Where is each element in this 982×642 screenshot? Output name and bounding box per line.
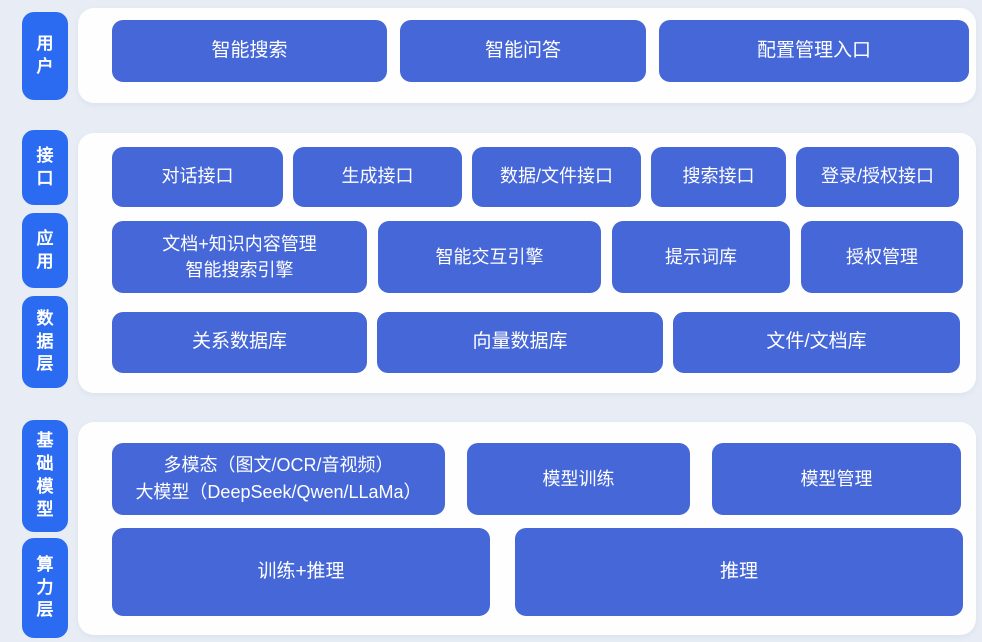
side-label-compute-layer: 算力层 — [22, 538, 68, 638]
box-intelligent-interaction-engine: 智能交互引擎 — [378, 221, 601, 293]
box-file-document-store: 文件/文档库 — [673, 312, 960, 373]
box-generation-api: 生成接口 — [293, 147, 462, 207]
box-training-inference-label: 训练+推理 — [257, 560, 345, 582]
user-layer-row: 智能搜索 智能问答 配置管理入口 — [78, 20, 976, 82]
box-model-management-label: 模型管理 — [800, 468, 873, 489]
box-dialog-api-label: 对话接口 — [161, 166, 234, 187]
interface-layer-row: 对话接口 生成接口 数据/文件接口 搜索接口 登录/授权接口 — [78, 147, 976, 207]
box-multimodal-llm: 多模态（图文/OCR/音视频） 大模型（DeepSeek/Qwen/LLaMa） — [112, 443, 445, 515]
box-generation-api-label: 生成接口 — [341, 166, 414, 187]
box-login-auth-api: 登录/授权接口 — [796, 147, 959, 207]
application-layer-row: 文档+知识内容管理 智能搜索引擎 智能交互引擎 提示词库 授权管理 — [78, 221, 976, 293]
panel-interface-app-data: 对话接口 生成接口 数据/文件接口 搜索接口 登录/授权接口 文档+知识内容管理… — [78, 133, 976, 393]
side-label-data-layer: 数据层 — [22, 296, 68, 388]
box-intelligent-search: 智能搜索 — [112, 20, 387, 82]
box-doc-knowledge-management-line1: 文档+知识内容管理 — [162, 233, 317, 254]
box-relational-database-label: 关系数据库 — [191, 331, 287, 353]
box-intelligent-qa-label: 智能问答 — [484, 39, 561, 61]
box-intelligent-search-label: 智能搜索 — [211, 39, 288, 61]
panel-user-layer: 智能搜索 智能问答 配置管理入口 — [78, 8, 976, 103]
side-label-compute-layer-text: 算力层 — [36, 554, 54, 620]
box-multimodal-llm-line2: 大模型（DeepSeek/Qwen/LLaMa） — [135, 482, 422, 502]
foundation-model-row: 多模态（图文/OCR/音视频） 大模型（DeepSeek/Qwen/LLaMa）… — [78, 443, 976, 515]
side-label-application: 应用 — [22, 213, 68, 288]
panel-model-compute: 多模态（图文/OCR/音视频） 大模型（DeepSeek/Qwen/LLaMa）… — [78, 422, 976, 635]
side-label-interface-text: 接口 — [36, 145, 54, 188]
box-multimodal-llm-line1: 多模态（图文/OCR/音视频） — [163, 455, 394, 475]
box-prompt-library: 提示词库 — [612, 221, 790, 293]
box-file-document-store-label: 文件/文档库 — [766, 331, 867, 353]
box-inference-label: 推理 — [719, 560, 758, 582]
box-intelligent-qa: 智能问答 — [400, 20, 646, 82]
side-label-application-text: 应用 — [36, 228, 54, 271]
box-model-management: 模型管理 — [712, 443, 961, 515]
box-login-auth-api-label: 登录/授权接口 — [820, 166, 934, 187]
side-label-foundation-model: 基础模型 — [22, 420, 68, 532]
box-vector-database: 向量数据库 — [377, 312, 663, 373]
compute-layer-row: 训练+推理 推理 — [78, 528, 976, 616]
box-vector-database-label: 向量数据库 — [472, 331, 568, 353]
box-doc-knowledge-management-line2: 智能搜索引擎 — [185, 260, 294, 280]
box-authorization-management: 授权管理 — [801, 221, 963, 293]
box-inference: 推理 — [515, 528, 963, 616]
box-model-training-label: 模型训练 — [542, 468, 615, 489]
box-model-training: 模型训练 — [467, 443, 690, 515]
side-label-user-text: 用户 — [36, 34, 54, 76]
box-config-management-entry: 配置管理入口 — [659, 20, 969, 82]
box-training-inference: 训练+推理 — [112, 528, 490, 616]
box-relational-database: 关系数据库 — [112, 312, 367, 373]
data-layer-row: 关系数据库 向量数据库 文件/文档库 — [78, 312, 976, 373]
box-doc-knowledge-management: 文档+知识内容管理 智能搜索引擎 — [112, 221, 367, 293]
side-label-foundation-model-text: 基础模型 — [36, 431, 54, 519]
box-dialog-api: 对话接口 — [112, 147, 283, 207]
box-config-management-entry-label: 配置管理入口 — [756, 39, 871, 61]
side-label-interface: 接口 — [22, 130, 68, 205]
box-search-api: 搜索接口 — [651, 147, 786, 207]
box-search-api-label: 搜索接口 — [682, 166, 755, 187]
box-authorization-management-label: 授权管理 — [846, 246, 918, 267]
box-data-file-api: 数据/文件接口 — [472, 147, 641, 207]
side-label-user: 用户 — [22, 12, 68, 100]
box-data-file-api-label: 数据/文件接口 — [499, 166, 613, 187]
box-prompt-library-label: 提示词库 — [665, 246, 737, 267]
box-intelligent-interaction-engine-label: 智能交互引擎 — [435, 246, 544, 267]
side-label-data-layer-text: 数据层 — [36, 308, 54, 374]
